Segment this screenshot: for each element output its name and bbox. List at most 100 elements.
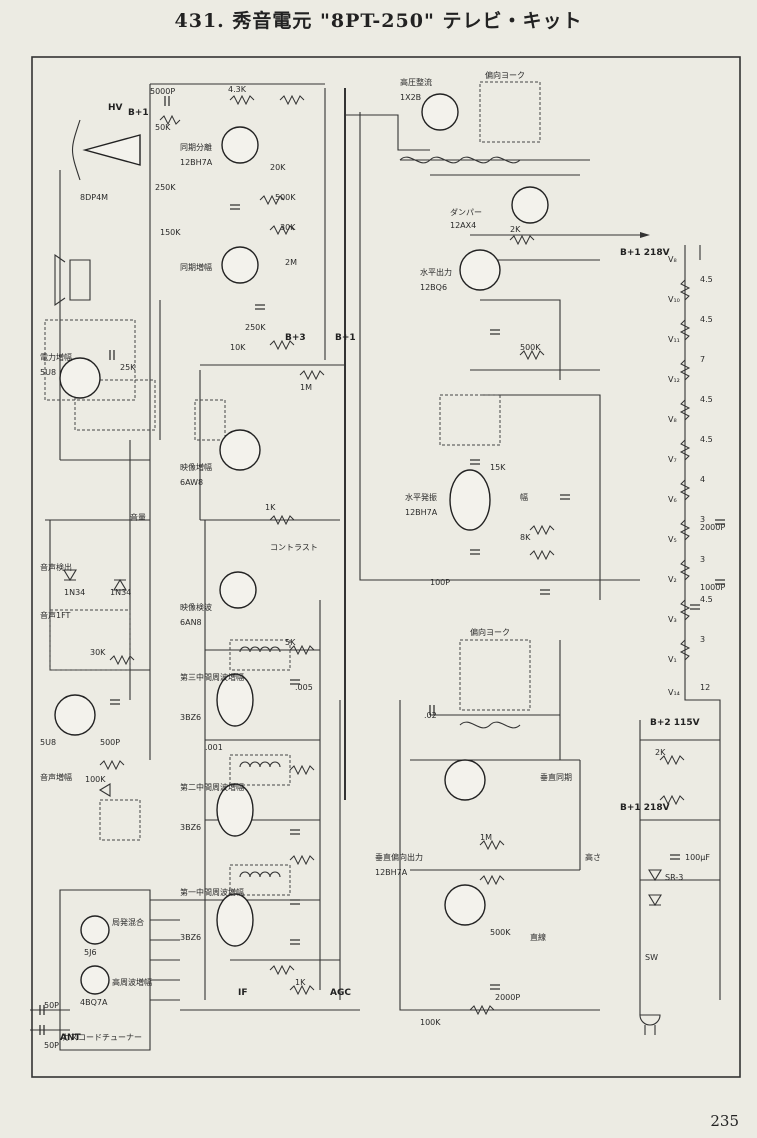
- capacitors: [39, 96, 725, 1035]
- c-value: 500P: [100, 738, 120, 747]
- heater-volt: 3: [700, 515, 705, 524]
- label-horiz-osc: 水平発振: [405, 492, 437, 502]
- label-b3: B+3: [285, 333, 306, 343]
- heater-tube: V₁₂: [668, 375, 680, 384]
- label-horiz-out: 水平出力: [420, 267, 452, 277]
- label-hv-rect: 高圧整流: [400, 77, 432, 87]
- heater-tube: V₁₀: [668, 295, 680, 304]
- r-value: 1K: [265, 503, 276, 512]
- page-title: 431. 秀音電元 "8PT-250" テレビ・キット: [174, 10, 583, 32]
- heater-volt: 3: [700, 555, 705, 564]
- heater-tube: V₅: [668, 535, 677, 544]
- label-if1: 第一中間周波増幅: [180, 887, 244, 897]
- heater-volt: 4.5: [700, 315, 713, 324]
- label-b1-top: B+1: [128, 108, 149, 118]
- label-hv: HV: [108, 103, 123, 113]
- r-value: 1M: [480, 833, 492, 842]
- r-value: 10K: [230, 343, 246, 352]
- c-value: 2000P: [700, 523, 725, 532]
- tube-label-tuner1: 5J6: [84, 948, 97, 957]
- label-b1-218: B+1 218V: [620, 248, 670, 258]
- c-value: 2000P: [495, 993, 520, 1002]
- label-vert-out: 垂直偏向出力: [375, 852, 423, 862]
- r-value: 30K: [90, 648, 106, 657]
- if1-tube: [216, 893, 254, 947]
- label-tuner-osc: 局発混合: [112, 917, 144, 927]
- label-diode-1: 1N34: [64, 588, 85, 597]
- tube-label-hosc: 12BH7A: [405, 508, 438, 517]
- tube-label-damper: 12AX4: [450, 221, 476, 230]
- heater-volt: 4: [700, 475, 705, 484]
- if2-tube: [216, 783, 254, 837]
- label-volume: 音量: [130, 512, 146, 522]
- if3-tube: [216, 673, 254, 727]
- label-b1-mid: B+1: [335, 333, 356, 343]
- audio-power-tube: [59, 357, 101, 399]
- c-value: .001: [205, 743, 223, 752]
- r-value: 1K: [295, 978, 306, 987]
- b1-arrow: [640, 232, 650, 238]
- hv-rect-tube: [421, 93, 459, 131]
- c-value: .005: [295, 683, 313, 692]
- tuner-tube-2: [80, 965, 110, 995]
- label-50p-a: 50P: [44, 1001, 59, 1010]
- tuner-tube-1: [80, 915, 110, 945]
- heater-volt: 4.5: [700, 275, 713, 284]
- label-b2-115: B+2 115V: [650, 718, 700, 728]
- label-psu-rect: SR-3: [665, 873, 683, 882]
- heater-tube: V₁: [668, 655, 677, 664]
- label-contrast: コントラスト: [270, 543, 318, 552]
- r-value: 30K: [280, 223, 296, 232]
- heater-volt: 4.5: [700, 595, 713, 604]
- heater-labels: V₈ V₁₀ V₁₁ V₁₂ V₈ V₇ V₆ V₅ V₂ V₃ V₁ V₁₄ …: [668, 255, 713, 697]
- heater-tube: V₈: [668, 255, 677, 264]
- heater-volt: 12: [700, 683, 710, 692]
- tube-label-if2: 3BZ6: [180, 823, 201, 832]
- tube-label-hout: 12BQ6: [420, 283, 447, 292]
- tube-label-if3: 3BZ6: [180, 713, 201, 722]
- label-height: 高さ: [585, 852, 601, 862]
- r-value: 100K: [85, 775, 106, 784]
- tube-label-sync: 12BH7A: [180, 158, 213, 167]
- hout-tube: [459, 249, 501, 291]
- component-values: 4.3K 50K 250K 150K 20K 500K 2M 30K 250K …: [85, 85, 725, 1027]
- sync-sep-tube: [221, 126, 259, 164]
- label-tuner-rf: 高周波増幅: [112, 977, 152, 987]
- r-value: 25K: [120, 363, 136, 372]
- label-agc: AGC: [330, 988, 351, 998]
- r-value: 250K: [245, 323, 266, 332]
- label-video-det: 映像検波: [180, 602, 212, 612]
- label-damper: ダンパー: [450, 207, 482, 217]
- r-value: 100K: [420, 1018, 441, 1027]
- label-ant: ANT: [60, 1033, 81, 1043]
- heater-tube: V₆: [668, 495, 677, 504]
- vout-tube-a: [444, 759, 486, 801]
- heater-tube: V₇: [668, 455, 677, 464]
- label-vert-hold: 垂直同期: [540, 772, 572, 782]
- tube-label-tuner2: 4BQ7A: [80, 998, 108, 1007]
- tube-label-if1: 3BZ6: [180, 933, 201, 942]
- label-defl-yoke: 偏向ヨーク: [485, 70, 525, 80]
- label-video-amp: 映像増幅: [180, 462, 212, 472]
- video-det-tube: [219, 571, 257, 609]
- vout-tube-b: [444, 884, 486, 926]
- label-ratio-det: 音声検出: [40, 562, 72, 572]
- tube-label-crt: 8DP4M: [80, 193, 108, 202]
- r-value: 4.3K: [228, 85, 247, 94]
- r-value: 15K: [490, 463, 506, 472]
- power-plug: [639, 1014, 661, 1035]
- tubes: [54, 93, 549, 995]
- r-value: 8K: [520, 533, 531, 542]
- c-value: 100μF: [685, 853, 710, 862]
- resistors: [99, 94, 691, 1016]
- label-diode-2: 1N34: [110, 588, 131, 597]
- label-sync-sep: 同期分離: [180, 142, 212, 152]
- label-audio-if: 音声1FT: [40, 610, 71, 620]
- audio-det-tube: [54, 694, 96, 736]
- r-value: 5K: [285, 638, 296, 647]
- label-lin: 直線: [530, 932, 546, 942]
- diodes: [63, 569, 662, 907]
- heater-tube: V₃: [668, 615, 677, 624]
- damper-tube: [511, 186, 549, 224]
